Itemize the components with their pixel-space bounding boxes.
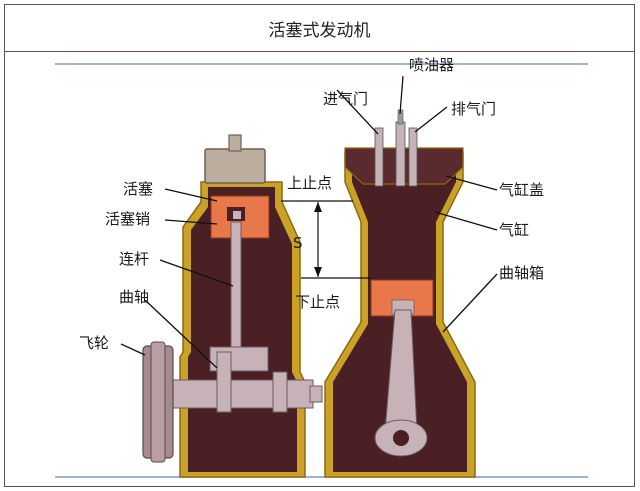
label-bdc: 下止点 xyxy=(295,293,340,311)
right-engine xyxy=(324,109,476,478)
left-engine xyxy=(142,134,323,478)
label-cylinder-head: 气缸盖 xyxy=(499,181,544,199)
label-exhaust-valve: 排气门 xyxy=(451,100,496,118)
label-crankcase: 曲轴箱 xyxy=(499,264,544,282)
label-injector: 喷油器 xyxy=(409,56,454,74)
label-flywheel: 飞轮 xyxy=(79,334,109,352)
label-connecting-rod: 连杆 xyxy=(119,250,149,268)
label-cylinder: 气缸 xyxy=(499,221,529,239)
label-tdc: 上止点 xyxy=(287,174,332,192)
figure-table: 活塞式发动机 xyxy=(4,4,635,487)
label-piston-pin: 活塞销 xyxy=(105,210,150,228)
label-piston: 活塞 xyxy=(123,180,153,198)
pointer-lines xyxy=(120,75,498,369)
label-stroke: S xyxy=(293,234,303,252)
engine-diagram: 活塞 活塞销 连杆 曲轴 飞轮 上止点 下止点 S 进气门 喷油器 排气门 气缸… xyxy=(55,56,588,478)
figure-title: 活塞式发动机 xyxy=(5,5,634,52)
label-intake-valve: 进气门 xyxy=(323,90,368,108)
label-crankshaft: 曲轴 xyxy=(119,288,149,306)
